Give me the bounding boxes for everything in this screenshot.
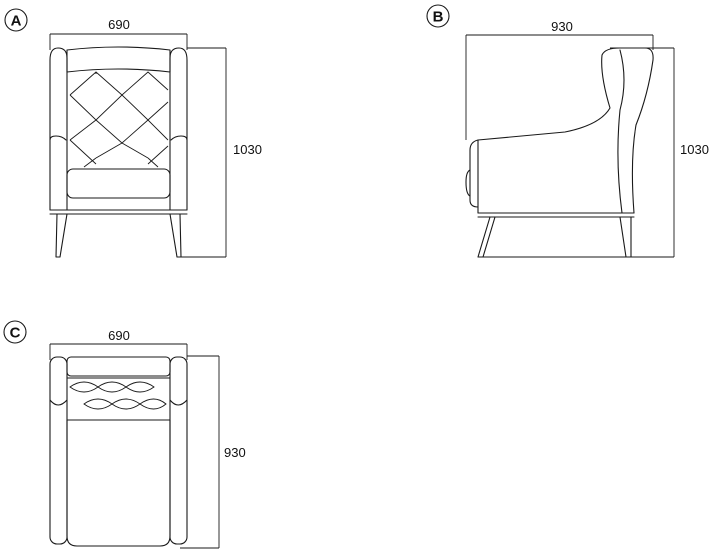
view-a-badge: A: [4, 8, 28, 32]
view-c-label: C: [10, 325, 21, 342]
view-b-width: 930: [551, 19, 573, 34]
view-c-depth: 930: [224, 445, 246, 460]
view-b-dimensions: 930 1030: [465, 19, 709, 258]
view-a-width: 690: [108, 17, 130, 32]
view-a-dimensions: 690 1030: [49, 17, 262, 258]
view-c-width: 690: [108, 328, 130, 343]
view-a-front: A 690 1030: [4, 8, 262, 258]
view-a-height: 1030: [233, 142, 262, 157]
view-b-label: B: [433, 9, 444, 26]
view-c-badge: C: [3, 320, 27, 344]
view-b-side: B 930 1030: [426, 4, 709, 258]
view-b-badge: B: [426, 4, 450, 28]
view-c-dimensions: 690 930: [49, 328, 246, 549]
view-a-label: A: [11, 13, 22, 30]
view-c-top: C 690 930: [3, 320, 246, 549]
view-b-height: 1030: [680, 142, 709, 157]
